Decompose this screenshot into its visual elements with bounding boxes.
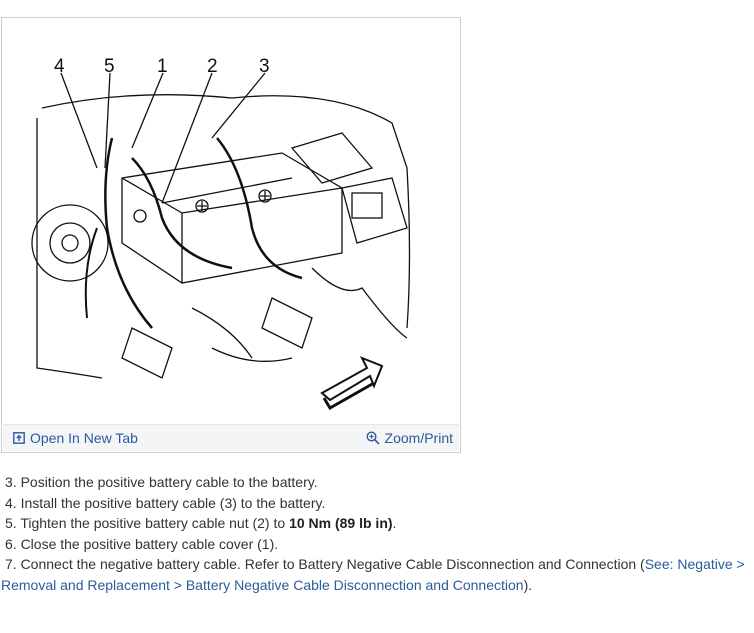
torque-spec: 10 Nm (89 lb in) — [289, 515, 393, 531]
callout-4: 4 — [54, 56, 65, 77]
figure-card: 4 5 1 2 3 Open In New Tab Zoom/Print — [1, 17, 461, 453]
step-7-continued: Removal and Replacement > Battery Negati… — [1, 575, 753, 596]
callout-3: 3 — [259, 56, 270, 77]
step-5-text: 5. Tighten the positive battery cable nu… — [5, 515, 290, 531]
step-4: 4. Install the positive battery cable (3… — [5, 494, 326, 511]
step-7-text: 7. Connect the negative battery cable. R… — [5, 556, 645, 572]
callout-1: 1 — [157, 56, 168, 77]
step-6: 6. Close the positive battery cable cove… — [5, 535, 279, 552]
step-5-end: . — [392, 515, 397, 531]
step-3: 3. Position the positive battery cable t… — [5, 474, 318, 490]
step-7: 7. Connect the negative battery cable. R… — [1, 554, 753, 575]
step-5: 5. Tighten the positive battery cable nu… — [1, 513, 753, 534]
open-in-new-tab-link[interactable]: Open In New Tab — [13, 430, 138, 446]
callout-2: 2 — [207, 56, 218, 77]
magnifier-zoom-icon — [366, 431, 380, 445]
open-in-new-tab-label: Open In New Tab — [30, 430, 138, 446]
step-7-end: ). — [523, 576, 533, 593]
callout-5: 5 — [104, 56, 115, 77]
battery-cable-diagram[interactable]: 4 5 1 2 3 — [12, 28, 452, 428]
negative-cable-link[interactable]: See: Negative > — [644, 556, 745, 572]
negative-cable-link-continued[interactable]: Removal and Replacement > Battery Negati… — [1, 576, 524, 593]
procedure-steps: 3. Position the positive battery cable t… — [1, 472, 753, 595]
open-in-new-tab-icon — [13, 432, 25, 444]
zoom-print-link[interactable]: Zoom/Print — [366, 430, 453, 446]
figure-toolbar: Open In New Tab Zoom/Print — [3, 424, 459, 451]
zoom-print-label: Zoom/Print — [384, 430, 453, 446]
